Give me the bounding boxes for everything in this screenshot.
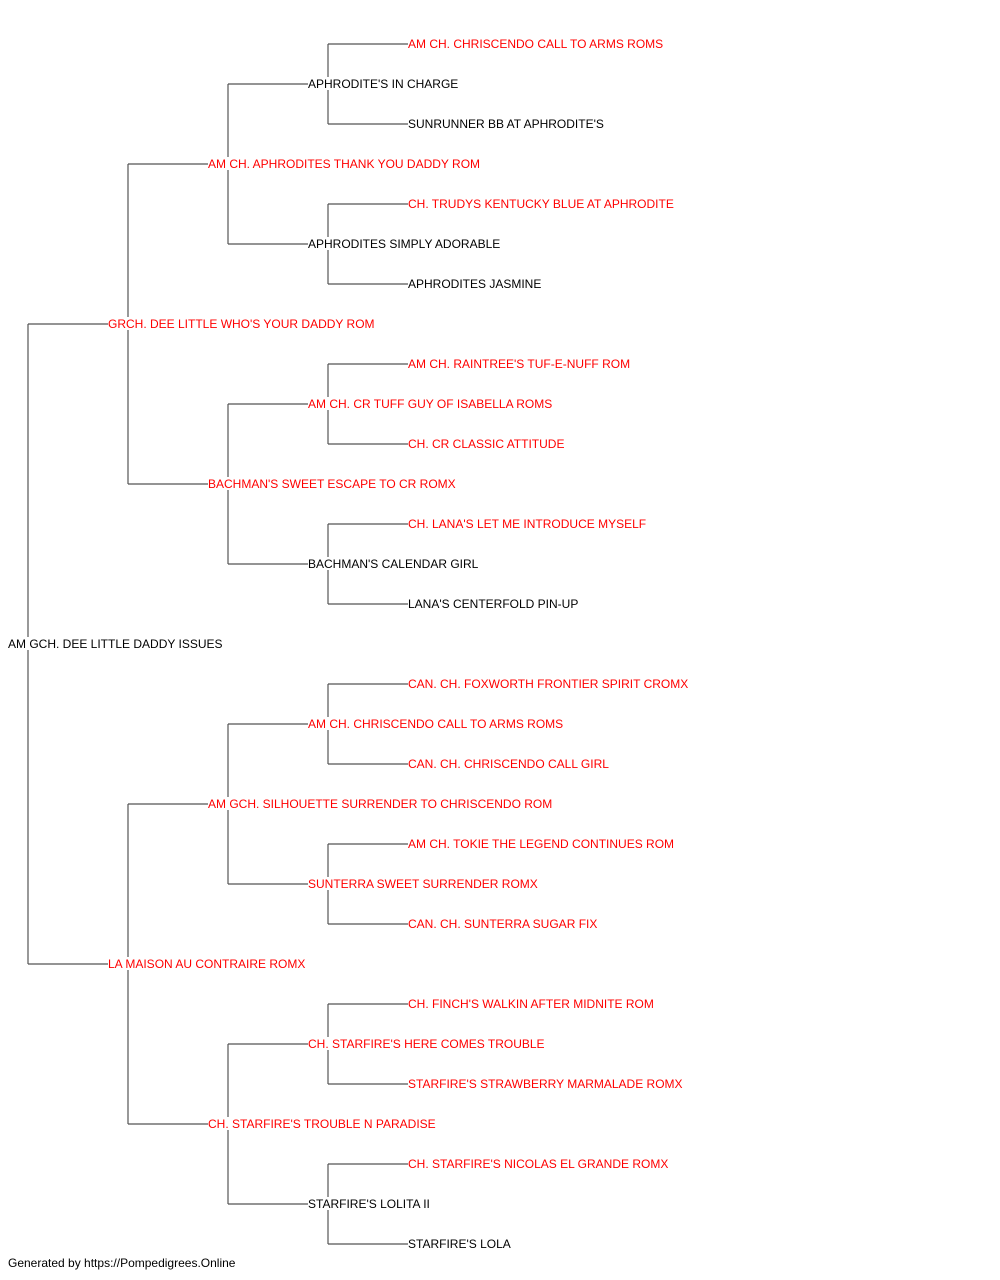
dog-name-[interactable]: AM GCH. DEE LITTLE DADDY ISSUES (8, 637, 223, 651)
dog-name-sire-sire-dam[interactable]: APHRODITES SIMPLY ADORABLE (308, 237, 500, 251)
dog-name-dam-sire[interactable]: AM GCH. SILHOUETTE SURRENDER TO CHRISCEN… (208, 797, 552, 811)
dog-name-sire-sire[interactable]: AM CH. APHRODITES THANK YOU DADDY ROM (208, 157, 480, 171)
dog-name-sire-sire-dam-sire[interactable]: CH. TRUDYS KENTUCKY BLUE AT APHRODITE (408, 197, 674, 211)
dog-name-dam-sire-sire[interactable]: AM CH. CHRISCENDO CALL TO ARMS ROMS (308, 717, 563, 731)
dog-name-sire-dam-sire[interactable]: AM CH. CR TUFF GUY OF ISABELLA ROMS (308, 397, 552, 411)
pedigree-tree: AM GCH. DEE LITTLE DADDY ISSUES GRCH. DEE… (8, 37, 688, 1250)
dog-name-sire[interactable]: GRCH. DEE LITTLE WHO'S YOUR DADDY ROM (108, 317, 375, 331)
dog-name-dam-dam-sire-dam[interactable]: STARFIRE'S STRAWBERRY MARMALADE ROMX (408, 1077, 683, 1091)
dog-name-dam-sire-dam-dam[interactable]: CAN. CH. SUNTERRA SUGAR FIX (408, 917, 597, 931)
dog-name-sire-dam-dam-sire[interactable]: CH. LANA'S LET ME INTRODUCE MYSELF (408, 517, 646, 531)
dog-name-sire-dam[interactable]: BACHMAN'S SWEET ESCAPE TO CR ROMX (208, 477, 456, 491)
dog-name-sire-dam-dam-dam[interactable]: LANA'S CENTERFOLD PIN-UP (408, 597, 578, 611)
dog-name-dam[interactable]: LA MAISON AU CONTRAIRE ROMX (108, 957, 305, 971)
dog-name-sire-sire-sire-dam[interactable]: SUNRUNNER BB AT APHRODITE'S (408, 117, 604, 131)
dog-name-dam-dam-dam[interactable]: STARFIRE'S LOLITA II (308, 1197, 430, 1211)
dog-name-sire-sire-sire[interactable]: APHRODITE'S IN CHARGE (308, 77, 458, 91)
dog-name-sire-sire-dam-dam[interactable]: APHRODITES JASMINE (408, 277, 541, 291)
dog-name-sire-dam-dam[interactable]: BACHMAN'S CALENDAR GIRL (308, 557, 479, 571)
dog-name-sire-dam-sire-sire[interactable]: AM CH. RAINTREE'S TUF-E-NUFF ROM (408, 357, 630, 371)
dog-name-dam-dam-sire[interactable]: CH. STARFIRE'S HERE COMES TROUBLE (308, 1037, 545, 1051)
dog-name-dam-sire-dam-sire[interactable]: AM CH. TOKIE THE LEGEND CONTINUES ROM (408, 837, 674, 851)
dog-name-dam-dam-sire-sire[interactable]: CH. FINCH'S WALKIN AFTER MIDNITE ROM (408, 997, 654, 1011)
dog-name-dam-sire-sire-dam[interactable]: CAN. CH. CHRISCENDO CALL GIRL (408, 757, 609, 771)
dog-name-dam-dam-dam-dam[interactable]: STARFIRE'S LOLA (408, 1237, 511, 1250)
dog-name-dam-sire-sire-sire[interactable]: CAN. CH. FOXWORTH FRONTIER SPIRIT CROMX (408, 677, 688, 691)
dog-name-dam-sire-dam[interactable]: SUNTERRA SWEET SURRENDER ROMX (308, 877, 538, 891)
dog-name-sire-sire-sire-sire[interactable]: AM CH. CHRISCENDO CALL TO ARMS ROMS (408, 37, 663, 51)
generated-by-footer: Generated by https://Pompedigrees.Online (8, 1256, 236, 1270)
dog-name-sire-dam-sire-dam[interactable]: CH. CR CLASSIC ATTITUDE (408, 437, 564, 451)
dog-name-dam-dam[interactable]: CH. STARFIRE'S TROUBLE N PARADISE (208, 1117, 436, 1131)
dog-name-dam-dam-dam-sire[interactable]: CH. STARFIRE'S NICOLAS EL GRANDE ROMX (408, 1157, 668, 1171)
